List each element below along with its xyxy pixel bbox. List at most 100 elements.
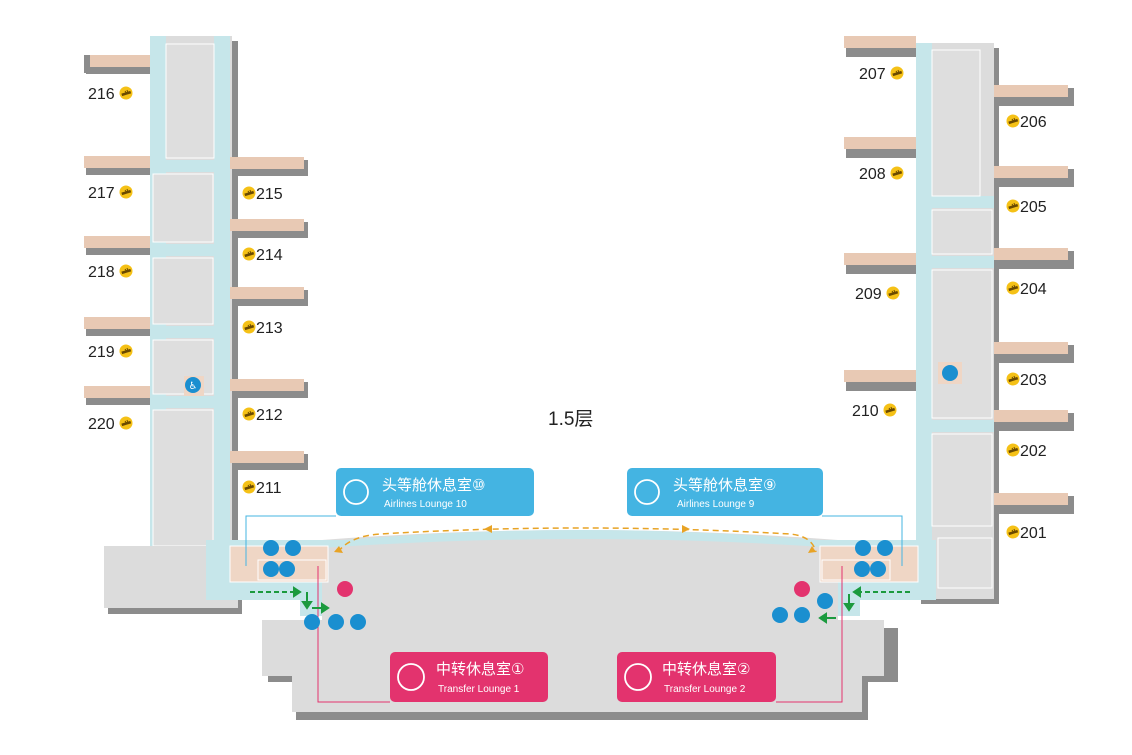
transfer-lounge-2-name: 中转休息室② — [662, 660, 750, 678]
gate-plane-icon — [1006, 281, 1020, 295]
gate-209[interactable]: 209 — [855, 286, 900, 303]
transfer-icon — [337, 581, 353, 597]
floor-label: 1.5层 — [548, 409, 593, 430]
gate-plane-icon — [242, 407, 256, 421]
stairs-icon — [350, 614, 366, 630]
escalator-icon — [328, 614, 344, 630]
gate-202[interactable]: 202 — [1006, 443, 1047, 460]
gate-plane-icon — [119, 416, 133, 430]
svg-text:214: 214 — [256, 247, 283, 264]
first-class-lounge-9[interactable]: 头等舱休息室⑨ Airlines Lounge 9 — [627, 468, 823, 516]
svg-text:216: 216 — [88, 86, 115, 103]
right-outer-jetbridges — [994, 85, 1074, 514]
gate-211[interactable]: 211 — [242, 480, 282, 497]
svg-text:204: 204 — [1020, 281, 1047, 298]
svg-text:219: 219 — [88, 344, 115, 361]
gate-plane-icon — [1006, 199, 1020, 213]
gate-219[interactable]: 219 — [88, 344, 133, 361]
stairs-icon — [794, 607, 810, 623]
right-pier — [916, 43, 999, 604]
lounge-connector-path — [334, 525, 817, 553]
gate-plane-icon — [242, 480, 256, 494]
gate-206[interactable]: 206 — [1006, 114, 1047, 131]
lounge-9-name: 头等舱休息室⑨ — [673, 476, 776, 494]
svg-text:206: 206 — [1020, 114, 1047, 131]
gate-plane-icon — [1006, 372, 1020, 386]
transfer-lounge-1[interactable]: 中转休息室① Transfer Lounge 1 — [390, 652, 548, 702]
left-pier — [150, 36, 238, 552]
left-pier-restroom-icon: ♿ — [184, 376, 204, 396]
lounge-seat-icon — [343, 479, 369, 505]
escalator-icon — [285, 540, 301, 556]
gate-213[interactable]: 213 — [242, 320, 283, 337]
gate-205[interactable]: 205 — [1006, 199, 1047, 216]
svg-text:207: 207 — [859, 66, 886, 83]
left-outer-jetbridges — [84, 55, 150, 405]
gate-plane-icon — [242, 186, 256, 200]
gate-plane-icon — [119, 264, 133, 278]
gate-212[interactable]: 212 — [242, 407, 283, 424]
transfer-lounge-1-english: Transfer Lounge 1 — [438, 684, 520, 695]
gate-216[interactable]: 216 — [88, 86, 133, 103]
left-inner-jetbridges — [230, 157, 308, 470]
gate-215[interactable]: 215 — [242, 186, 283, 203]
gate-208[interactable]: 208 — [859, 166, 904, 183]
lounge-10-english: Airlines Lounge 10 — [384, 499, 467, 510]
escalator-icon — [772, 607, 788, 623]
elevator-icon — [817, 593, 833, 609]
gate-plane-icon — [1006, 114, 1020, 128]
svg-text:213: 213 — [256, 320, 283, 337]
svg-text:217: 217 — [88, 185, 115, 202]
right-service-icons — [772, 540, 893, 623]
gate-203[interactable]: 203 — [1006, 372, 1047, 389]
lounge-9-english: Airlines Lounge 9 — [677, 499, 755, 510]
svg-text:205: 205 — [1020, 199, 1047, 216]
svg-text:212: 212 — [256, 407, 283, 424]
gate-204[interactable]: 204 — [1006, 281, 1047, 298]
svg-text:209: 209 — [855, 286, 882, 303]
lounge-seat-icon — [634, 479, 660, 505]
transfer-icon — [397, 663, 425, 691]
svg-text:218: 218 — [88, 264, 115, 281]
gate-plane-icon — [119, 344, 133, 358]
transfer-lounge-1-name: 中转休息室① — [436, 660, 524, 678]
gate-218[interactable]: 218 — [88, 264, 133, 281]
gate-plane-icon — [119, 86, 133, 100]
elevator-icon — [304, 614, 320, 630]
gate-207[interactable]: 207 — [859, 66, 904, 83]
elevator-icon — [855, 540, 871, 556]
gate-plane-icon — [890, 66, 904, 80]
gate-plane-icon — [242, 247, 256, 261]
svg-text:208: 208 — [859, 166, 886, 183]
gate-214[interactable]: 214 — [242, 247, 283, 264]
svg-text:211: 211 — [256, 480, 282, 497]
svg-text:215: 215 — [256, 186, 283, 203]
svg-text:201: 201 — [1020, 525, 1047, 542]
restroom-icon — [279, 561, 295, 577]
first-class-lounge-10[interactable]: 头等舱休息室⑩ Airlines Lounge 10 — [336, 468, 534, 516]
transfer-icon — [794, 581, 810, 597]
gate-plane-icon — [242, 320, 256, 334]
restroom-icon — [263, 561, 279, 577]
transfer-arrows — [250, 586, 910, 624]
svg-text:♿: ♿ — [189, 381, 198, 392]
transfer-lounge-2[interactable]: 中转休息室② Transfer Lounge 2 — [617, 652, 776, 702]
transfer-lounge-2-english: Transfer Lounge 2 — [664, 684, 746, 695]
restroom-icon — [870, 561, 886, 577]
right-inner-jetbridges — [844, 36, 916, 391]
lounge-leader-lines — [245, 515, 903, 703]
gate-plane-icon — [883, 403, 897, 417]
gate-201[interactable]: 201 — [1006, 525, 1047, 542]
svg-text:210: 210 — [852, 403, 879, 420]
central-hall — [104, 530, 936, 720]
gate-210[interactable]: 210 — [852, 403, 897, 420]
lounge-10-name: 头等舱休息室⑩ — [382, 476, 485, 494]
svg-text:220: 220 — [88, 416, 115, 433]
gate-217[interactable]: 217 — [88, 185, 133, 202]
restroom-icon — [854, 561, 870, 577]
right-pier-restroom-icon — [938, 362, 962, 384]
gate-220[interactable]: 220 — [88, 416, 133, 433]
left-service-icons — [263, 540, 366, 630]
svg-text:202: 202 — [1020, 443, 1047, 460]
